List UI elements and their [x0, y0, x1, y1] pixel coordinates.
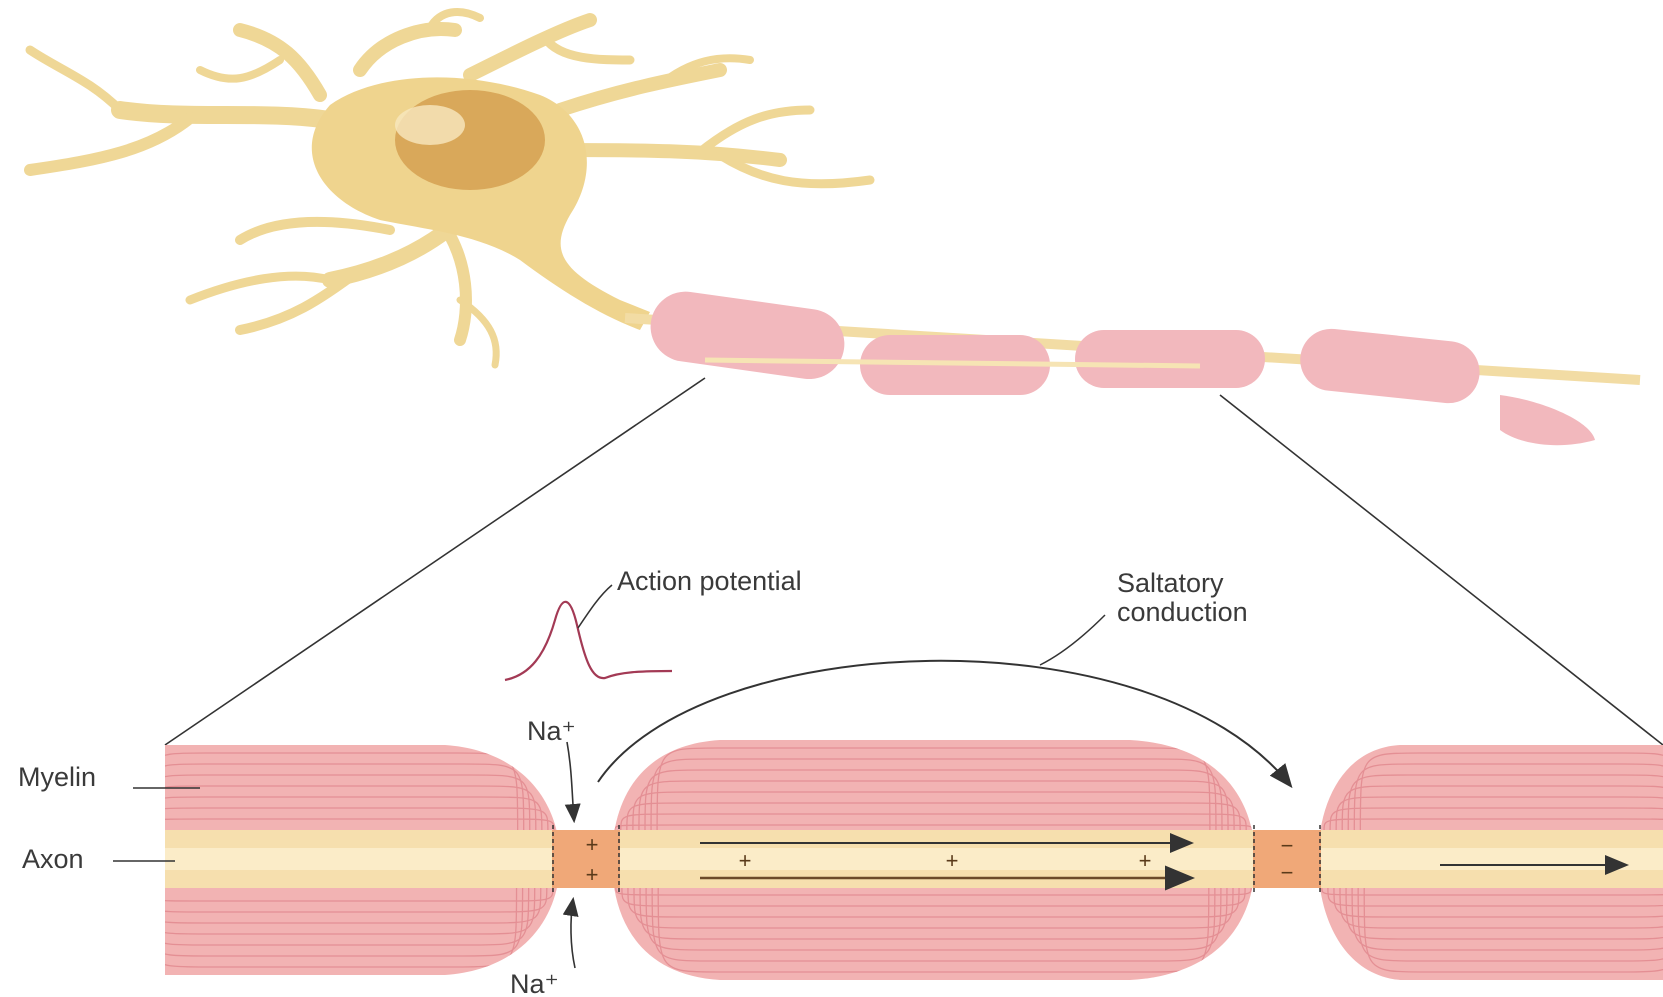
action-potential-leader	[578, 585, 612, 628]
internode-charge-1: +	[739, 848, 752, 873]
saltatory-label-line2: conduction	[1117, 597, 1248, 627]
myelin-label: Myelin	[18, 762, 96, 792]
neuron	[30, 12, 1640, 445]
node-of-ranvier-2: − −	[1253, 825, 1321, 893]
node1-charge-bottom: +	[586, 862, 599, 887]
internode-charge-3: +	[1139, 848, 1152, 873]
na-top-arrow	[567, 742, 574, 820]
node1-charge-top: +	[586, 832, 599, 857]
zoomed-axon: + + − − + + +	[145, 735, 1663, 985]
na-bottom-label: Na⁺	[510, 969, 559, 997]
na-bottom-arrow	[571, 900, 575, 968]
axon-label: Axon	[22, 844, 84, 874]
internode-charge-2: +	[946, 848, 959, 873]
action-potential-label: Action potential	[617, 566, 802, 596]
zoom-line-left	[165, 378, 705, 745]
saltatory-label-line1: Saltatory	[1117, 568, 1224, 598]
myelinated-axon-top	[625, 287, 1640, 445]
na-top-label: Na⁺	[527, 716, 576, 746]
zoom-line-right	[1220, 395, 1663, 745]
node2-charge-top: −	[1281, 833, 1294, 858]
saltatory-label-leader	[1040, 615, 1105, 665]
node-of-ranvier-1: + +	[552, 825, 620, 893]
node2-charge-bottom: −	[1281, 860, 1294, 885]
